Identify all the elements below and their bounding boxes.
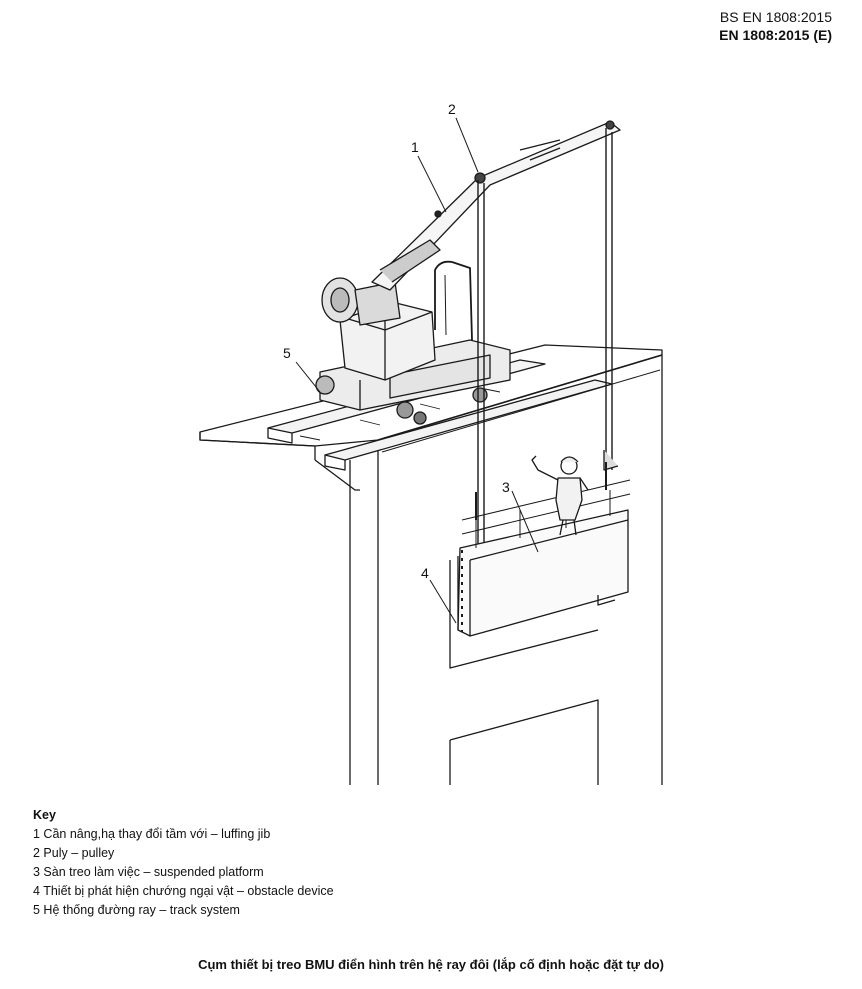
wire-ropes bbox=[477, 128, 613, 550]
standard-number-english: EN 1808:2015 (E) bbox=[719, 27, 832, 43]
key-title: Key bbox=[33, 808, 56, 822]
leader-lines bbox=[295, 117, 539, 624]
callout-2: 2 bbox=[448, 101, 456, 117]
winch-unit bbox=[321, 277, 436, 381]
key-item-luffing-jib: 1 Cần nâng,hạ thay đổi tầm với – luffing… bbox=[33, 827, 271, 841]
bmu-drawing: 1 2 3 4 5 bbox=[199, 101, 663, 785]
trolley-guardrail bbox=[434, 260, 473, 341]
worker-figure bbox=[531, 455, 589, 536]
luffing-jib bbox=[371, 120, 621, 291]
building-facade bbox=[349, 355, 663, 785]
callout-1: 1 bbox=[411, 139, 419, 155]
key-item-obstacle-device: 4 Thiết bị phát hiện chướng ngại vật – o… bbox=[33, 884, 334, 898]
trolley bbox=[315, 339, 511, 425]
key-item-pulley: 2 Puly – pulley bbox=[33, 846, 115, 860]
suspended-platform bbox=[457, 450, 631, 637]
standard-header: BS EN 1808:2015 EN 1808:2015 (E) bbox=[719, 8, 832, 44]
standard-number: BS EN 1808:2015 bbox=[719, 9, 832, 25]
callout-5: 5 bbox=[283, 345, 291, 361]
figure-key: Key 1 Cần nâng,hạ thay đổi tầm với – luf… bbox=[33, 806, 334, 920]
key-item-track-system: 5 Hệ thống đường ray – track system bbox=[33, 903, 240, 917]
callout-3: 3 bbox=[502, 479, 510, 495]
callout-4: 4 bbox=[421, 565, 429, 581]
key-item-suspended-platform: 3 Sàn treo làm việc – suspended platform bbox=[33, 865, 264, 879]
figure-caption: Cụm thiết bị treo BMU điển hình trên hệ … bbox=[198, 957, 664, 972]
